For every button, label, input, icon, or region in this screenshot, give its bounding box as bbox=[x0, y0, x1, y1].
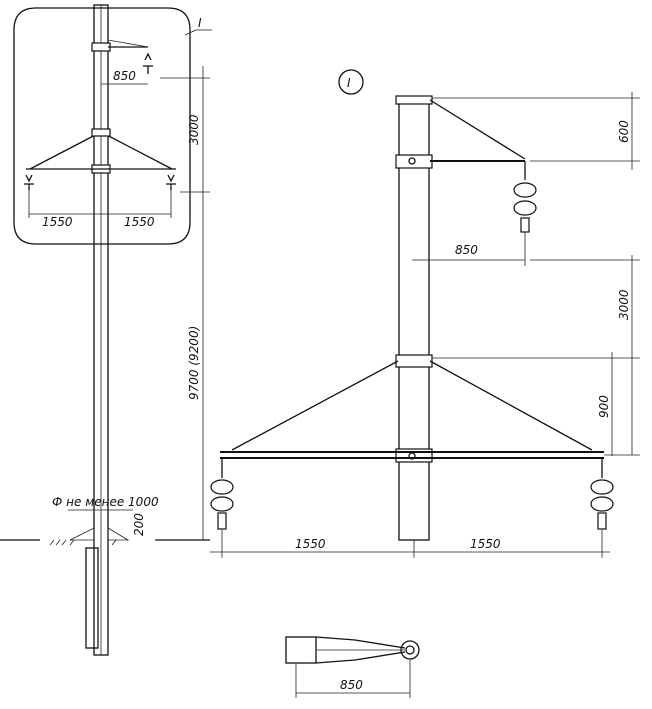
svg-text:3000: 3000 bbox=[187, 114, 201, 145]
callout-label: I bbox=[198, 16, 202, 30]
insulator-icon bbox=[210, 458, 234, 530]
callout-frame bbox=[13, 7, 191, 245]
detail-view: I 600 850 bbox=[210, 69, 640, 558]
svg-text:850: 850 bbox=[113, 69, 136, 83]
svg-text:850: 850 bbox=[455, 243, 478, 257]
svg-text:850: 850 bbox=[340, 678, 363, 692]
insulator-icon bbox=[590, 458, 614, 530]
detail-label: I bbox=[347, 76, 351, 90]
svg-text:1550: 1550 bbox=[295, 537, 326, 551]
overview-pole: I 850 1550 1550 3000 9700 (9200) Ф не ме… bbox=[0, 4, 212, 656]
plan-view: 850 bbox=[285, 636, 420, 698]
insulator-icon bbox=[513, 161, 537, 233]
svg-text:600: 600 bbox=[617, 120, 631, 143]
svg-text:1550: 1550 bbox=[470, 537, 501, 551]
svg-text:1550: 1550 bbox=[124, 215, 155, 229]
svg-text:1550: 1550 bbox=[42, 215, 73, 229]
pit-diameter-label: Ф не менее 1000 bbox=[52, 495, 159, 509]
svg-text:3000: 3000 bbox=[617, 289, 631, 320]
svg-text:200: 200 bbox=[132, 513, 146, 536]
svg-text:9700 (9200): 9700 (9200) bbox=[187, 326, 201, 400]
svg-text:900: 900 bbox=[597, 395, 611, 418]
